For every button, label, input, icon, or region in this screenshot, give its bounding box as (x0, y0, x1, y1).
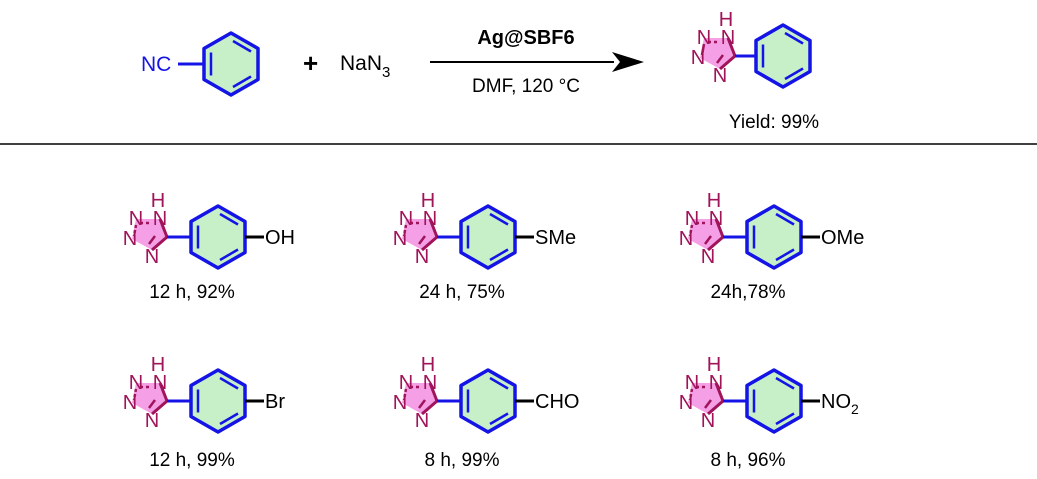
product-yield: Yield: 99% (729, 112, 819, 133)
substituent-label: OMe (821, 227, 864, 249)
atom-h: H (421, 354, 435, 376)
atom-n: N (691, 47, 705, 69)
substituent-main: SMe (535, 227, 576, 249)
atom-n: N (129, 208, 143, 230)
substituent-subscript: 2 (851, 401, 859, 417)
atom-n: N (415, 246, 429, 268)
substituent-main: Br (265, 391, 285, 413)
atom-n: N (123, 228, 137, 250)
time-yield-label: 12 h, 99% (149, 450, 235, 471)
benzene-ring (202, 31, 260, 97)
catalyst-label: Ag@SBF6 (477, 27, 574, 49)
benzonitrile: NC (141, 31, 260, 97)
sodium-azide: NaN3 (340, 52, 390, 81)
atom-h: H (151, 190, 165, 212)
atom-n: N (423, 208, 437, 230)
plus-sign: + (303, 48, 318, 78)
atom-n: N (679, 228, 693, 250)
reaction-arrow (430, 52, 644, 72)
time-yield-label: 8 h, 99% (425, 450, 500, 471)
atom-n: N (123, 392, 137, 414)
substituent-label: CHO (535, 391, 579, 413)
benzene-ring (189, 368, 247, 434)
atom-n: N (709, 372, 723, 394)
atom-n: N (697, 27, 711, 49)
product-molecule: H N N N N (691, 9, 812, 89)
atom-n: N (129, 372, 143, 394)
atom-n: N (393, 228, 407, 250)
atom-n: N (393, 392, 407, 414)
atom-n: N (685, 372, 699, 394)
benzene-ring (754, 23, 812, 89)
substituent-main: NO (821, 391, 851, 413)
conditions-label: DMF, 120 °C (472, 76, 580, 97)
atom-n: N (145, 246, 159, 268)
atom-n: N (399, 372, 413, 394)
time-yield-label: 24 h, 75% (419, 282, 505, 303)
benzene-ring (459, 368, 517, 434)
benzene-ring (745, 368, 803, 434)
atom-n: N (153, 372, 167, 394)
benzene-ring (189, 204, 247, 270)
atom-n: N (679, 392, 693, 414)
atom-h: H (421, 190, 435, 212)
atom-h: H (707, 190, 721, 212)
substituent-label: OH (265, 227, 295, 249)
atom-h: H (151, 354, 165, 376)
nitrile-group-label: NC (141, 53, 171, 76)
atom-n: N (721, 27, 735, 49)
reaction-row: NC + NaN3 Ag@SBF6 DMF, 120 °C H (141, 9, 819, 133)
substituent-main: CHO (535, 391, 579, 413)
atom-n: N (713, 65, 727, 87)
time-yield-label: 8 h, 96% (711, 450, 786, 471)
time-yield-label: 24h,78% (710, 282, 785, 303)
atom-h: H (707, 354, 721, 376)
atom-n: N (701, 246, 715, 268)
atom-n: N (423, 372, 437, 394)
substituent-main: OH (265, 227, 295, 249)
atom-n: N (701, 410, 715, 432)
atom-n: N (145, 410, 159, 432)
substituent-label: SMe (535, 227, 576, 249)
atom-n: N (415, 410, 429, 432)
time-yield-label: 12 h, 92% (149, 282, 235, 303)
atom-n: N (685, 208, 699, 230)
atom-n: N (399, 208, 413, 230)
benzene-ring (745, 204, 803, 270)
substituent-label: Br (265, 391, 285, 413)
reagent-subscript: 3 (382, 64, 390, 81)
atom-n: N (153, 208, 167, 230)
atom-n: N (709, 208, 723, 230)
substituent-main: OMe (821, 227, 864, 249)
reagent-main: NaN (340, 52, 382, 75)
benzene-ring (459, 204, 517, 270)
atom-h: H (719, 9, 733, 31)
substituent-label: NO2 (821, 391, 859, 417)
